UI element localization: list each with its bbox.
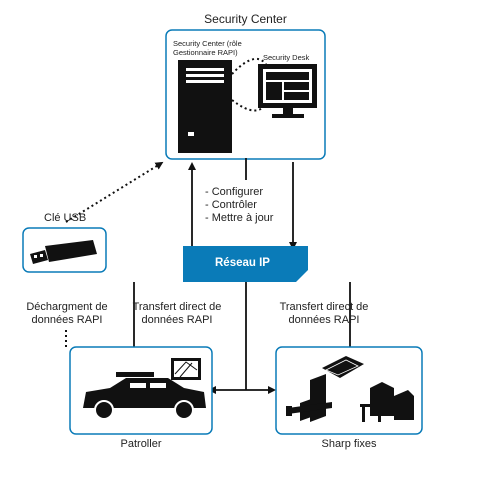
transfer-left-line1: Transfert direct de [132, 301, 222, 313]
network-banner [183, 246, 308, 282]
network-label: Réseau IP [215, 257, 270, 269]
monitor-icon [258, 64, 317, 118]
usb-key-icon [30, 240, 97, 264]
sharp-camera-icon [322, 356, 364, 378]
security-center-title: Security Center [204, 12, 287, 26]
server-label-line2: Gestionnaire RAPI) [173, 48, 238, 57]
server-icon [178, 60, 232, 153]
transfer-right-line2: données RAPI [288, 314, 360, 326]
server-label-line1: Security Center (rôle [173, 39, 242, 48]
map-screen-icon [171, 358, 201, 380]
usb-offload-line1: Déchargment de [26, 301, 108, 313]
sharp-hardware-icon [286, 374, 332, 422]
police-car-icon [83, 372, 206, 420]
usb-offload-line2: données RAPI [31, 314, 103, 326]
transfer-right-line1: Transfert direct de [279, 301, 369, 313]
action-update: - Mettre à jour [205, 212, 274, 224]
action-control: - Contrôler [205, 199, 257, 211]
usb-dotted-arrow [65, 161, 164, 223]
sharp-label: Sharp fixes [321, 438, 377, 450]
usb-title: Clé USB [44, 212, 87, 224]
sharp-cabinet-icon [360, 382, 414, 422]
action-configure: - Configurer [205, 186, 264, 198]
transfer-left-line2: données RAPI [141, 314, 213, 326]
desk-label: Security Desk [263, 53, 310, 62]
patroller-label: Patroller [120, 438, 162, 450]
